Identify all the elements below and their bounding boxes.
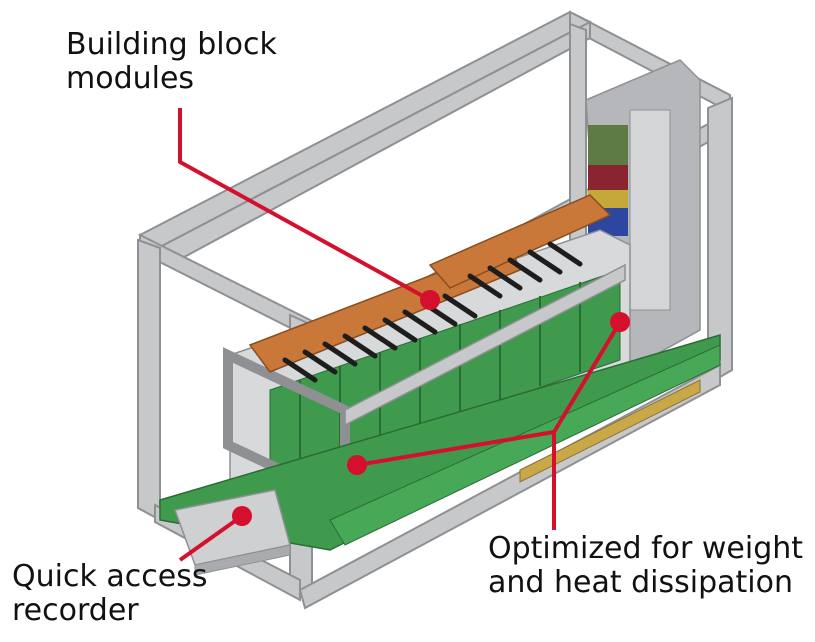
callout-label-weight-line1: Optimized for weight [488, 531, 804, 566]
callout-label-modules: Building block modules [66, 28, 277, 96]
callout-label-weight-line2: and heat dissipation [488, 565, 793, 600]
callout-line-modules [178, 108, 431, 302]
callout-label-weight: Optimized for weight and heat dissipatio… [488, 532, 803, 600]
callout-dot-modules [420, 290, 440, 310]
status-block-green [588, 125, 628, 165]
backplane-boards [248, 194, 612, 383]
callout-label-recorder-line2: recorder [12, 593, 139, 628]
callout-line-weight-b [552, 320, 622, 434]
card-cage [223, 229, 631, 508]
callout-dot-weight-side [610, 312, 630, 332]
callout-label-recorder: Quick access recorder [12, 560, 207, 628]
callout-dot-recorder [232, 506, 252, 526]
callout-lines [178, 108, 622, 562]
status-block-red [588, 165, 628, 190]
callout-dots [232, 290, 630, 526]
callout-dot-weight-cage [347, 455, 367, 475]
callout-label-recorder-line1: Quick access [12, 559, 208, 594]
callout-label-modules-line1: Building block [66, 27, 277, 62]
recorder-unit [173, 489, 291, 576]
callout-line-recorder [178, 514, 244, 562]
callout-label-modules-line2: modules [66, 61, 195, 96]
callout-line-weight-a [356, 430, 555, 467]
